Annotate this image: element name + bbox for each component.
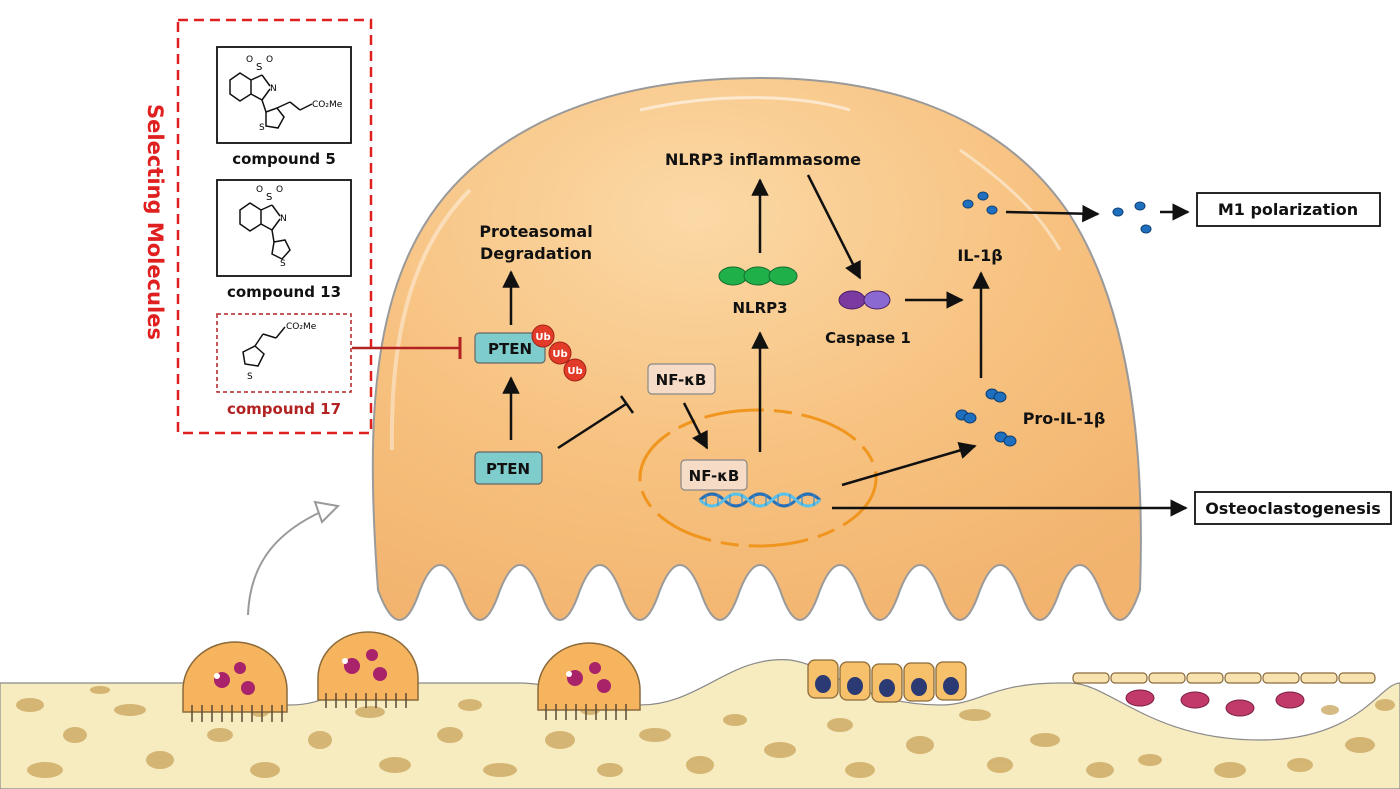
selection-box — [176, 18, 373, 435]
compound-13-label: compound 13 — [227, 283, 341, 301]
m1-polarization-label: M1 polarization — [1218, 200, 1358, 219]
m1-polarization-box: M1 polarization — [1196, 192, 1381, 227]
ub-1: Ub — [535, 332, 550, 343]
nlrp3-oligomer — [718, 266, 798, 286]
selection-heading: Selecting Molecules — [143, 104, 167, 340]
ubiquitin-chain: Ub Ub Ub — [531, 324, 587, 382]
arrow-il1b-secretion — [1005, 204, 1100, 223]
compound-17-structure: S CO₂Me — [216, 313, 352, 393]
compound-5-o1: O — [246, 55, 253, 65]
arrow-nfkb-translocation — [682, 402, 709, 450]
nucleus-envelope — [638, 408, 878, 548]
pten-ub-label: PTEN — [488, 340, 532, 358]
compound-17-thio-s: S — [247, 372, 253, 382]
small-osteoclast-2 — [317, 631, 419, 708]
ub-3: Ub — [567, 366, 582, 377]
secreted-il1b — [1112, 201, 1152, 234]
arrow-dna-to-proil1b — [841, 442, 977, 487]
compound-5-s-atom: S — [256, 62, 262, 73]
compound-13-n-atom: N — [280, 214, 287, 224]
osteoclastogenesis-label: Osteoclastogenesis — [1205, 499, 1381, 518]
compound-13-s-atom: S — [266, 192, 272, 203]
osteoblast-row — [807, 659, 967, 703]
pathway-arrows — [502, 174, 1190, 517]
compound-13-o2: O — [276, 185, 283, 195]
compound-5-label: compound 5 — [232, 150, 336, 168]
compound-13-structure: S O O N S — [216, 179, 352, 277]
osteoclastogenesis-box: Osteoclastogenesis — [1194, 491, 1392, 525]
proteasomal-label-line1: Proteasomal — [479, 222, 592, 241]
caspase1-label: Caspase 1 — [825, 329, 911, 347]
pten-inhibits-nfkb — [557, 402, 627, 450]
pten-node: PTEN — [474, 451, 543, 485]
il1b-label: IL-1β — [957, 246, 1002, 265]
nlrp3-inflammasome-label: NLRP3 inflammasome — [665, 150, 861, 169]
nfkb-nucleus-node: NF-κB — [680, 459, 748, 491]
compound-17-label: compound 17 — [227, 400, 341, 418]
compound-5-substituent: CO₂Me — [312, 100, 343, 110]
small-osteoclast-1 — [182, 641, 288, 722]
small-osteoclast-3 — [537, 642, 641, 720]
pten-label: PTEN — [486, 460, 530, 478]
compound-13-o1: O — [256, 185, 263, 195]
pten-ubiquitinated: PTEN — [474, 332, 546, 364]
caspase1-dimer — [838, 290, 891, 310]
macrophage-cell — [371, 76, 1142, 621]
nfkb-nucleus-label: NF-κB — [689, 467, 740, 485]
zoom-arrow-head — [313, 500, 341, 524]
zoom-arrow — [247, 509, 326, 616]
proteasomal-label-line2: Degradation — [480, 244, 592, 263]
compound-5-structure: S O O N S CO₂Me — [216, 46, 352, 144]
ub-2: Ub — [552, 349, 567, 360]
il1b-molecules — [962, 191, 998, 215]
small-osteoclasts — [182, 631, 641, 722]
pro-il1b-label: Pro-IL-1β — [1023, 409, 1106, 428]
dna-helix — [698, 492, 822, 508]
nfkb-cytoplasm-label: NF-κB — [656, 371, 707, 389]
nfkb-cytoplasm-node: NF-κB — [647, 363, 716, 395]
compound-5-n-atom: N — [270, 84, 277, 94]
lining-cells — [1072, 672, 1376, 717]
pro-il1b-molecules — [955, 388, 1017, 447]
compound-5-thio-s: S — [259, 123, 265, 133]
pten-inhibition-bar — [619, 395, 635, 414]
compound-17-substituent: CO₂Me — [286, 322, 317, 332]
arrow-inflammasome-to-caspase — [806, 174, 862, 280]
compound-13-thio-s: S — [280, 259, 286, 269]
nlrp3-label: NLRP3 — [732, 299, 787, 317]
compound-5-o2: O — [266, 55, 273, 65]
